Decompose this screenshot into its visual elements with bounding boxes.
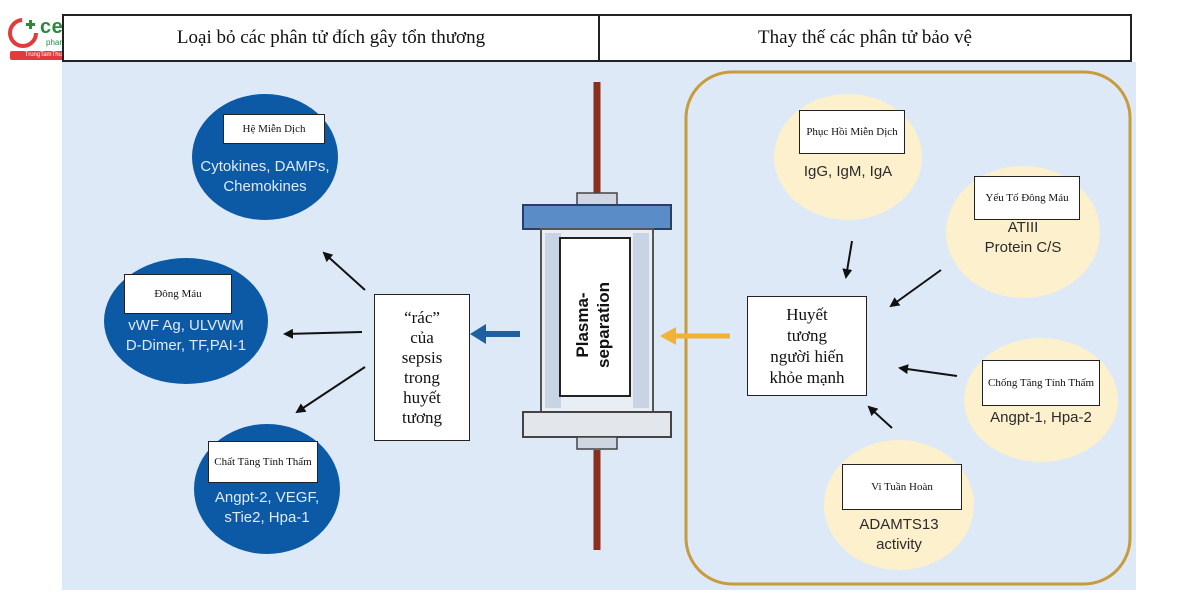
brand-logo <box>6 14 106 60</box>
device-bottom-plate <box>522 411 672 438</box>
arrow-to-perm <box>295 366 366 414</box>
arrow-from-micro <box>867 405 893 429</box>
device-cap-bottom <box>576 436 618 450</box>
device-top-plate <box>522 204 672 230</box>
replacement-frame <box>684 70 1132 586</box>
arrow-from-coag <box>889 269 942 308</box>
brand-logo-icon <box>8 18 38 48</box>
coagulation-molecules-1: vWF Ag, ULVWM <box>128 317 244 334</box>
arrow-orange-head <box>660 327 676 345</box>
donor-plasma-box: Huyết tương người hiến khỏe mạnh <box>747 296 867 396</box>
coagulation-factor-label: Yếu Tố Đông Máu <box>974 176 1080 220</box>
anti-permeability-label: Chống Tăng Tính Thấm <box>982 360 1100 406</box>
microcirculation-molecules-2: activity <box>876 536 922 553</box>
microcirculation-label: Vi Tuần Hoàn <box>842 464 962 510</box>
coagulation-factor-molecules-2: Protein C/S <box>984 239 1062 256</box>
permeability-molecules-1: Angpt-2, VEGF, <box>214 489 320 506</box>
immune-recovery-molecules: IgG, IgM, IgA <box>803 163 893 180</box>
immune-system-label: Hệ Miễn Dịch <box>223 114 325 144</box>
immune-system-circle: Cytokines, DAMPs, Chemokines <box>192 94 338 220</box>
coagulation-label: Đông Máu <box>124 274 232 314</box>
coagulation-factor-molecules-1: ATIII <box>1007 219 1039 236</box>
anti-permeability-molecules: Angpt-1, Hpa-2 <box>990 409 1092 426</box>
coagulation-molecules-2: D-Dimer, TF,PAI-1 <box>125 337 247 354</box>
header-remove: Loại bỏ các phân tử đích gây tổn thương <box>62 14 600 62</box>
arrow-from-antiperm <box>898 364 958 377</box>
arrow-to-coag <box>283 328 363 339</box>
header-replace: Thay thế các phân tử bảo vệ <box>598 14 1132 62</box>
immune-molecules-1: Cytokines, DAMPs, <box>200 158 330 175</box>
immune-recovery-label: Phục Hồi Miễn Dịch <box>799 110 905 154</box>
permeability-label: Chất Tăng Tính Thấm <box>208 441 318 483</box>
arrow-blue-head <box>470 324 486 344</box>
brand-site: TrungTamThuoc.com <box>10 51 96 60</box>
immune-molecules-2: Chemokines <box>223 178 307 195</box>
sepsis-garbage-box: “rác” của sepsis trong huyết tương <box>374 294 470 441</box>
device-label: Plasma- separation <box>573 282 613 368</box>
permeability-molecules-2: sTie2, Hpa-1 <box>224 509 310 526</box>
arrow-to-immune <box>322 251 366 291</box>
device-label-box <box>559 237 631 397</box>
microcirculation-molecules-1: ADAMTS13 <box>859 516 939 533</box>
arrow-from-immune <box>842 240 853 279</box>
